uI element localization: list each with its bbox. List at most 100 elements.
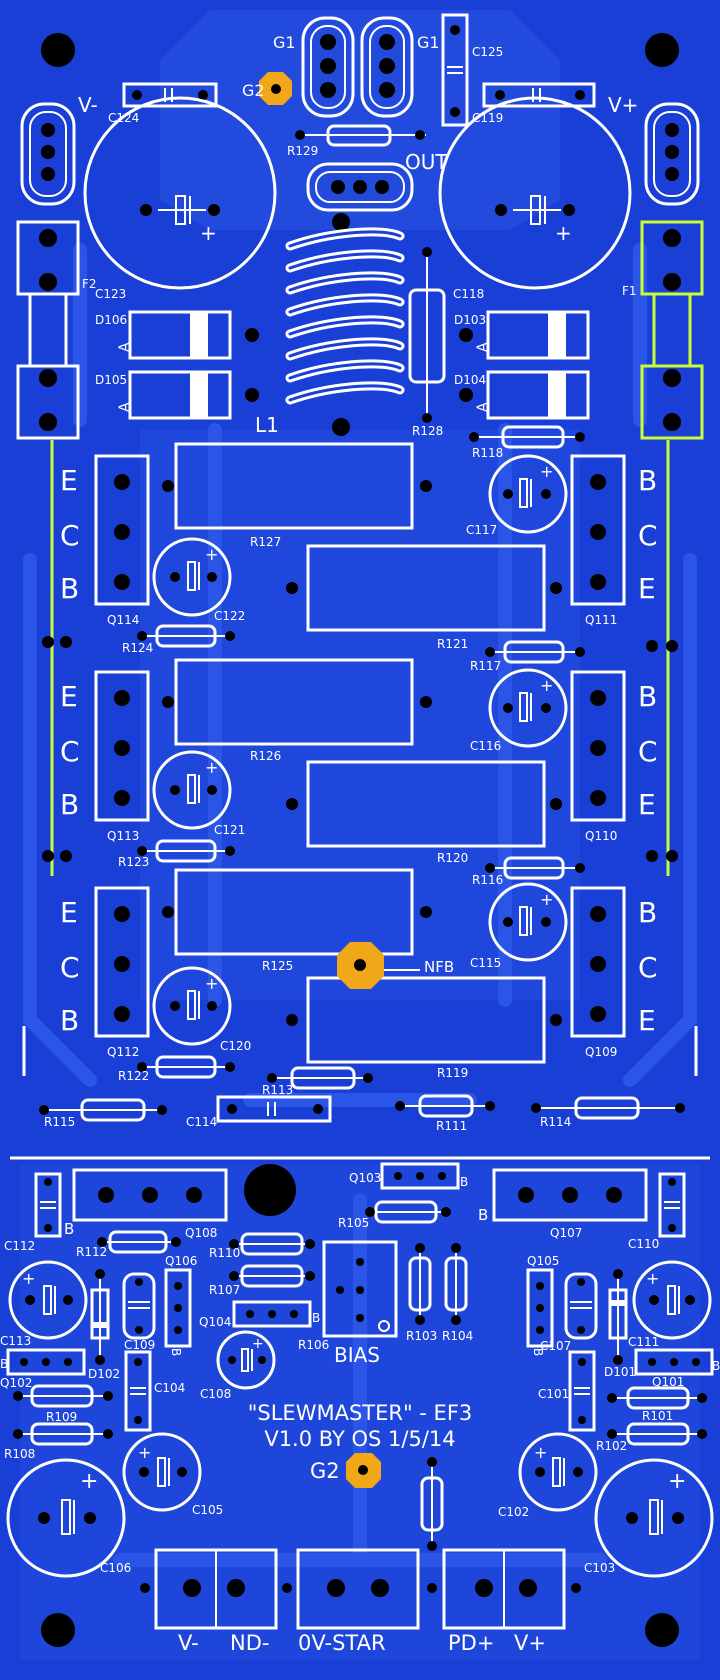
- label-c107: C107: [540, 1339, 571, 1353]
- label-r113: R113: [262, 1083, 293, 1097]
- label-r112: R112: [76, 1245, 107, 1259]
- pin-b-q113: B: [60, 788, 79, 821]
- label-d104-anode: A: [475, 402, 491, 412]
- c113-capacitor: +: [8, 1260, 88, 1340]
- r108: [13, 1422, 113, 1446]
- c120-capacitor: +: [152, 966, 232, 1046]
- label-q103: Q103: [349, 1171, 381, 1185]
- pin-b-q101: B: [712, 1359, 720, 1373]
- label-g2-top: G2: [242, 81, 265, 100]
- connector-0v-star: [296, 1548, 420, 1630]
- q112-transistor: [94, 886, 150, 1038]
- label-q102: Q102: [0, 1376, 32, 1390]
- c105-capacitor: +: [122, 1432, 202, 1512]
- v-plus-terminal: [644, 102, 700, 206]
- q105-transistor: [526, 1268, 554, 1348]
- q111-transistor: [570, 454, 626, 606]
- pin-b-q103: B: [460, 1175, 468, 1189]
- c104: [124, 1350, 152, 1432]
- label-c117: C117: [466, 523, 497, 537]
- mounting-holes: [41, 33, 679, 1647]
- fuse-f1: [640, 220, 704, 440]
- pin-b-q105: B: [531, 1348, 545, 1356]
- label-r103: R103: [406, 1329, 437, 1343]
- label-c111: C111: [628, 1335, 659, 1349]
- q106-transistor: [164, 1268, 192, 1348]
- label-r129: R129: [287, 144, 318, 158]
- label-r111: R111: [436, 1119, 467, 1133]
- connector-v-minus-nd-minus: [140, 1548, 292, 1630]
- r123: [137, 839, 235, 863]
- label-c115: C115: [470, 956, 501, 970]
- r109: [13, 1384, 113, 1408]
- r110: [229, 1232, 315, 1256]
- label-r106: R106: [298, 1338, 329, 1352]
- label-r122: R122: [118, 1069, 149, 1083]
- c121-capacitor: +: [152, 750, 232, 830]
- label-r121: R121: [437, 637, 468, 651]
- center-vertical-resistor: [420, 1457, 444, 1551]
- c111-capacitor: +: [632, 1260, 712, 1340]
- svg-text:+: +: [80, 1469, 98, 1494]
- pin-e-q109: E: [638, 1004, 656, 1037]
- pin-c-q112: C: [60, 951, 80, 984]
- q109-transistor: [570, 886, 626, 1038]
- r118: [501, 425, 565, 449]
- pin-b-q114: B: [60, 572, 79, 605]
- r117: [485, 640, 585, 664]
- r116: [485, 856, 585, 880]
- label-q110: Q110: [585, 829, 617, 843]
- svg-text:+: +: [540, 676, 553, 695]
- label-q101: Q101: [652, 1375, 684, 1389]
- label-r117: R117: [470, 659, 501, 673]
- r114: [531, 1096, 685, 1120]
- pin-b-q110: B: [638, 680, 657, 713]
- c122-capacitor: +: [152, 537, 232, 617]
- l1-inductor-coil: [285, 213, 405, 436]
- label-q107: Q107: [550, 1226, 582, 1240]
- pin-e-q111: E: [638, 572, 656, 605]
- label-d104: D104: [454, 373, 486, 387]
- label-bias: BIAS: [334, 1343, 380, 1367]
- svg-text:+: +: [22, 1269, 35, 1288]
- r103: [408, 1243, 432, 1325]
- label-v-plus-top: V+: [608, 93, 638, 117]
- bias-trimmer-pot[interactable]: [322, 1240, 398, 1338]
- label-c101: C101: [538, 1387, 569, 1401]
- r125-power-resistor: [162, 868, 432, 956]
- label-q105: Q105: [527, 1254, 559, 1268]
- label-r110: R110: [209, 1246, 240, 1260]
- label-d106-anode: A: [117, 342, 133, 352]
- svg-text:+: +: [200, 221, 217, 245]
- r122: [137, 1055, 235, 1079]
- pin-b-q109: B: [638, 896, 657, 929]
- label-r116: R116: [472, 873, 503, 887]
- d102: [90, 1269, 110, 1365]
- label-c113: C113: [0, 1334, 31, 1348]
- c102-capacitor: +: [518, 1432, 598, 1512]
- pin-b-q112: B: [60, 1004, 79, 1037]
- label-c122: C122: [214, 609, 245, 623]
- c107: [564, 1272, 598, 1340]
- connector-pd-plus-v-plus: [427, 1548, 581, 1630]
- q101-transistor: [634, 1348, 714, 1376]
- r107: [229, 1264, 315, 1288]
- c123-bulk-capacitor: +: [83, 96, 277, 290]
- svg-text:+: +: [646, 1269, 659, 1288]
- label-c125: C125: [472, 45, 503, 59]
- c108-capacitor: +: [216, 1330, 276, 1390]
- label-r114: R114: [540, 1115, 571, 1129]
- pin-c-q109: C: [638, 951, 658, 984]
- label-c106: C106: [100, 1561, 131, 1575]
- out-terminal: [306, 162, 414, 212]
- r124: [137, 624, 235, 648]
- label-r123: R123: [118, 855, 149, 869]
- q113-transistor: [94, 670, 150, 822]
- c106-capacitor: +: [6, 1458, 126, 1578]
- r102: [607, 1422, 707, 1446]
- label-q113: Q113: [107, 829, 139, 843]
- label-c114: C114: [186, 1115, 217, 1129]
- label-c102: C102: [498, 1505, 529, 1519]
- label-q112: Q112: [107, 1045, 139, 1059]
